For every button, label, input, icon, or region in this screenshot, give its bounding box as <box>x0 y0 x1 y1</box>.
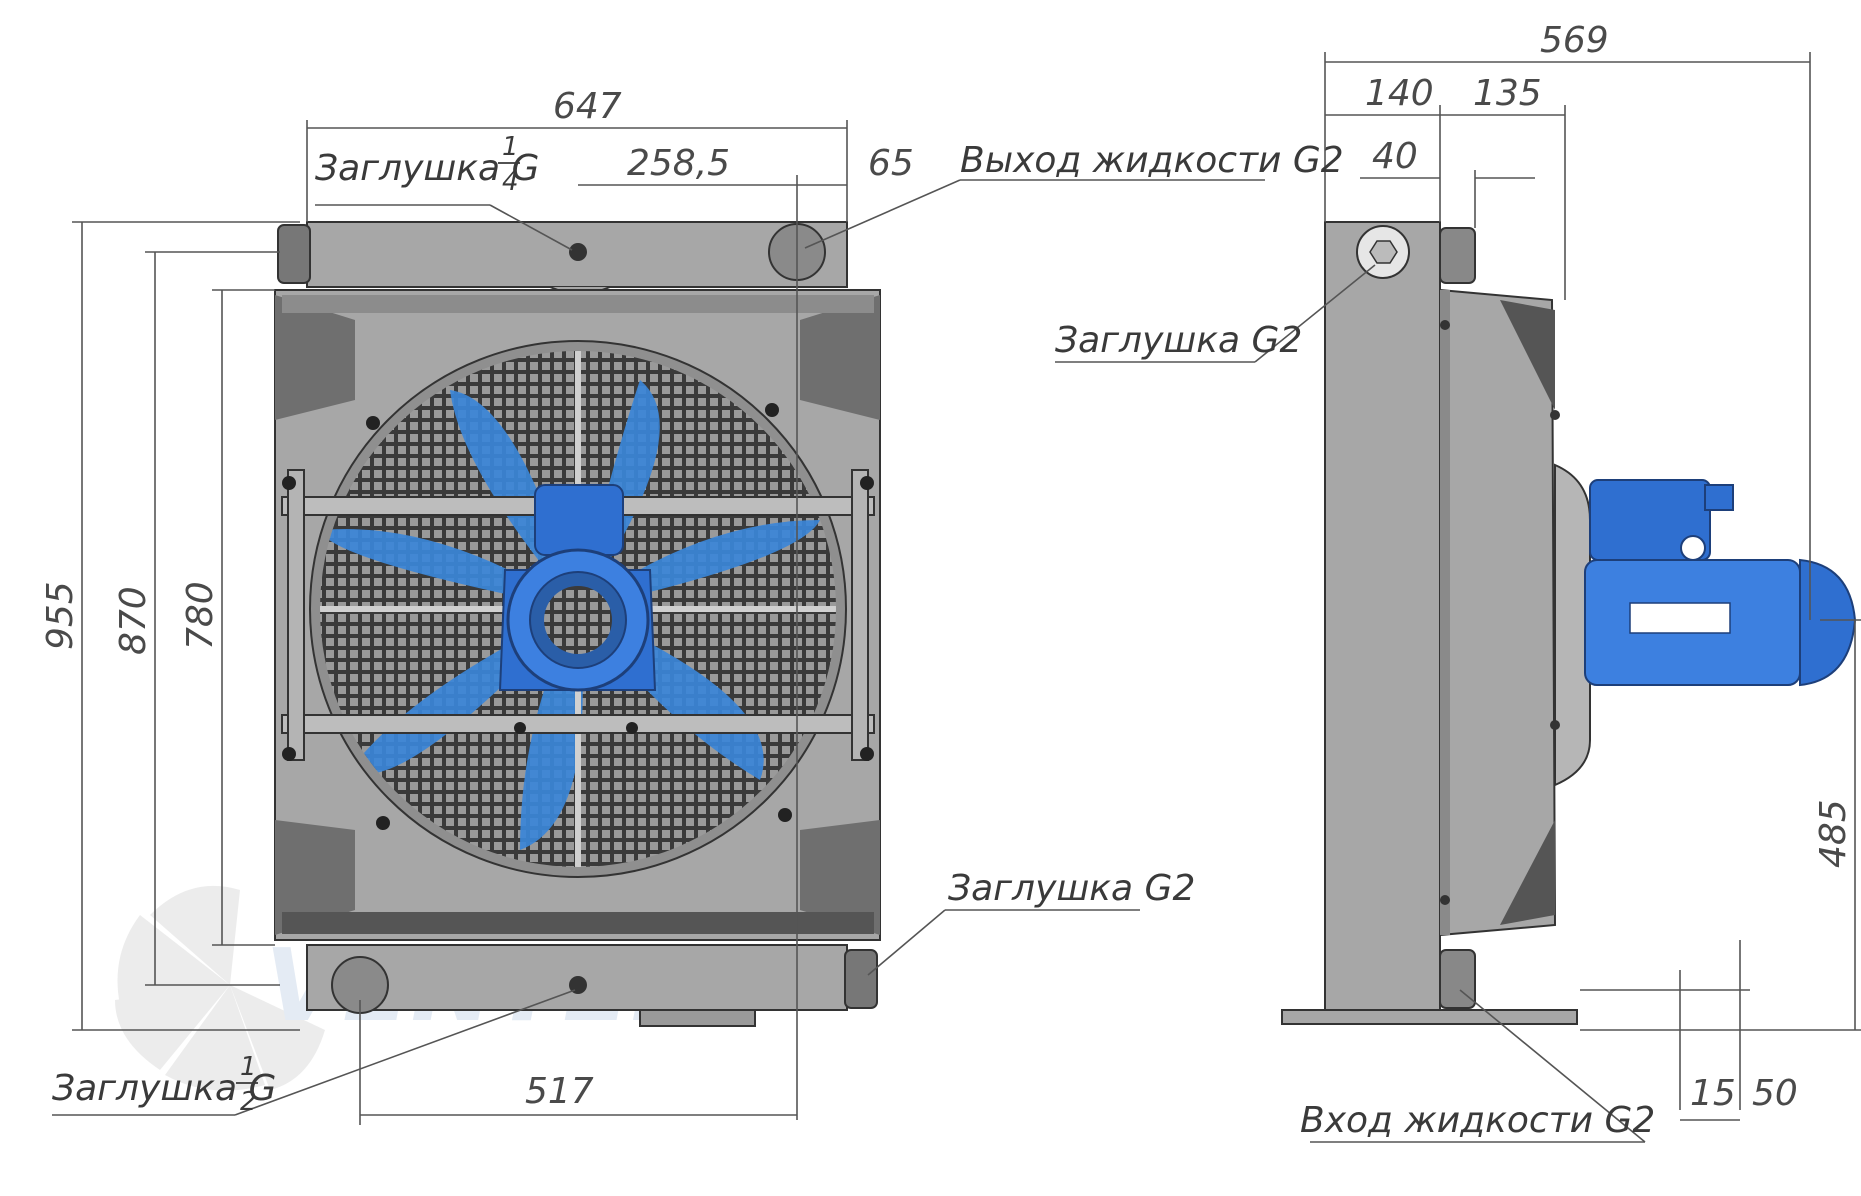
label-outlet: Выход жидкости G2 <box>960 140 1344 181</box>
plug-g14-port <box>569 243 587 261</box>
label-plug-g14-num: 1 <box>502 132 519 162</box>
side-shroud <box>1439 288 1557 937</box>
label-plug-g2-side: Заглушка G2 <box>1055 320 1302 361</box>
dim-front-port-offset: 65 <box>868 143 914 184</box>
side-foot <box>1281 1009 1578 1025</box>
dim-side-foot-height: 50 <box>1752 1073 1798 1114</box>
fan-motor-hub <box>498 484 657 692</box>
dim-side-port-offset: 40 <box>1372 136 1418 177</box>
dim-front-height-core: 780 <box>180 581 221 650</box>
side-motor <box>1584 479 1857 687</box>
dim-front-width: 647 <box>553 86 622 127</box>
dimension-lines <box>52 52 1861 1143</box>
dim-side-depth-total: 569 <box>1540 20 1609 61</box>
dim-side-depth-core: 140 <box>1365 73 1434 114</box>
lower-brace <box>281 714 875 734</box>
label-plug-g12-den: 2 <box>240 1087 257 1117</box>
dim-front-offset: 258,5 <box>627 143 730 184</box>
label-plug-g2-front: Заглушка G2 <box>948 868 1195 909</box>
dim-side-depth-fan: 135 <box>1473 73 1542 114</box>
label-plug-g14: Заглушка G <box>315 148 539 189</box>
dim-front-height-ports: 870 <box>113 586 154 655</box>
dim-front-bottom-offset: 517 <box>525 1071 594 1112</box>
label-plug-g14-den: 4 <box>502 167 519 197</box>
dim-front-height-total: 955 <box>40 581 81 650</box>
dim-side-motor-height: 485 <box>1813 799 1854 868</box>
label-inlet: Вход жидкости G2 <box>1300 1100 1655 1141</box>
label-plug-g12-num: 1 <box>240 1052 257 1082</box>
front-view <box>274 221 881 1027</box>
side-view <box>1281 221 1857 1025</box>
side-core <box>1324 221 1441 1013</box>
label-plug-g12: Заглушка G <box>52 1068 276 1109</box>
top-header <box>306 221 848 288</box>
dim-side-foot-thickness: 15 <box>1690 1073 1736 1114</box>
